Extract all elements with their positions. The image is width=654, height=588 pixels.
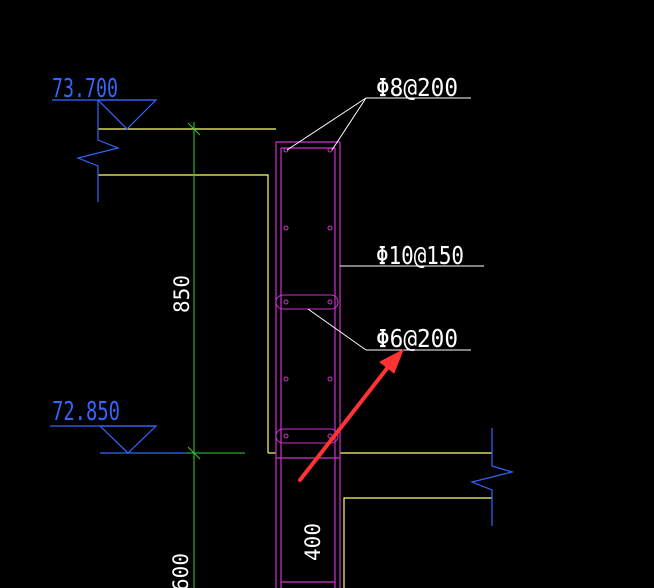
top-slab-underside <box>98 174 269 453</box>
leader-stirrups <box>307 308 367 351</box>
dimension-width-label: 400 <box>301 523 325 561</box>
stirrup-loop <box>275 294 339 310</box>
rebar-label-vertical-bars: Φ10@150 <box>376 241 464 270</box>
lower-slab-underside <box>343 497 492 588</box>
rebar-sections <box>275 147 339 444</box>
rebar-dot <box>283 299 289 305</box>
leader-lines <box>286 97 484 351</box>
elevation-marker-top <box>52 99 158 130</box>
rebar-dot <box>283 376 289 382</box>
dimension-lines <box>186 122 245 588</box>
rebar-label-top-bars: Φ8@200 <box>376 73 458 102</box>
rebar-dot <box>283 225 289 231</box>
rebar-dot <box>283 147 289 153</box>
red-arrow-icon <box>298 348 404 482</box>
triangle-elevation-icon <box>96 99 158 130</box>
rebar-dot <box>283 433 289 439</box>
zigzag-break-icon <box>470 428 515 526</box>
rebar-dot <box>327 225 333 231</box>
stirrup-loop <box>275 428 339 444</box>
column-outline <box>275 141 341 588</box>
rebar-dot <box>327 376 333 382</box>
dimension-height-label: 850 <box>170 275 194 313</box>
elevation-bottom-label: 72.850 <box>52 397 120 427</box>
zigzag-break-icon <box>76 100 120 202</box>
elevation-marker-bottom <box>50 425 186 454</box>
elevation-top-label: 73.700 <box>52 74 118 104</box>
leader-top-bars-2 <box>331 97 367 151</box>
triangle-elevation-icon <box>98 425 158 454</box>
rebar-dot <box>327 299 333 305</box>
slab-outline <box>98 128 492 588</box>
dimension-lower-height-label: 600 <box>169 553 193 588</box>
rebar-dot <box>327 147 333 153</box>
dimension-tick-top <box>187 122 201 136</box>
rebar-label-stirrups: Φ6@200 <box>376 324 458 353</box>
leader-top-bars-1 <box>286 97 367 151</box>
